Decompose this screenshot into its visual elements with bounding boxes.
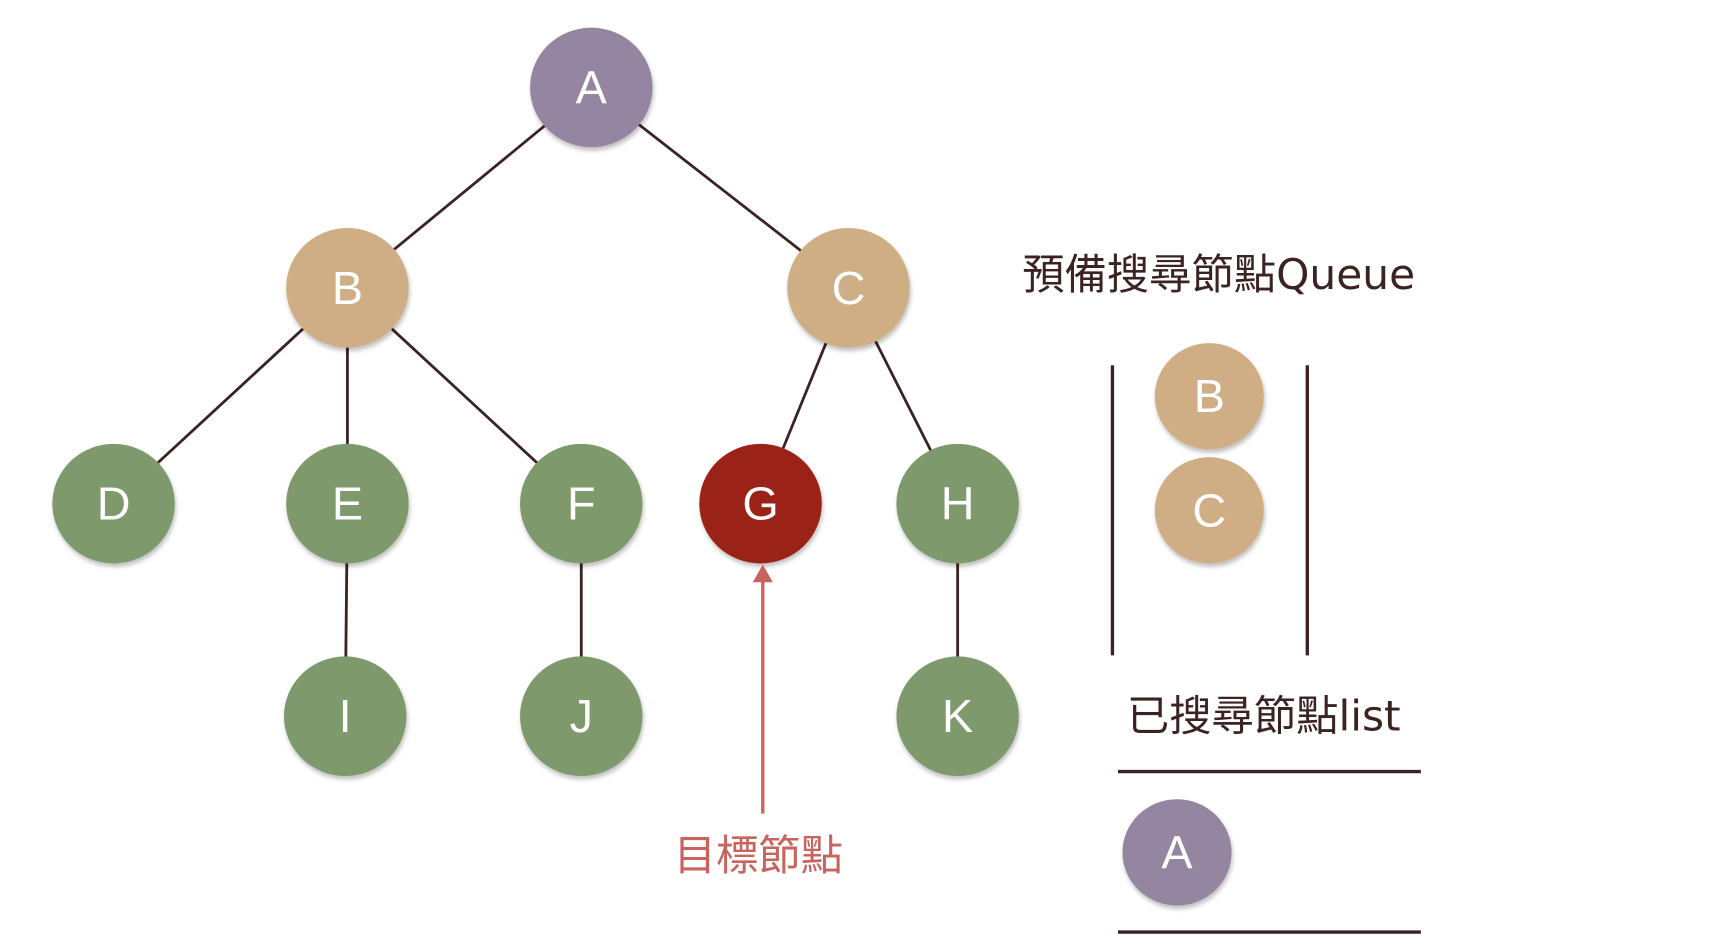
tree-edges [112,86,960,717]
queue-item-B-circle [1154,343,1264,450]
tree-node-J: J [520,656,643,776]
tree-node-F-circle [520,443,643,564]
tree-node-E-label: E [332,478,363,530]
tree-node-D-circle [52,443,175,564]
tree-node-I-circle [283,656,407,776]
tree-node-D: D [52,443,175,564]
tree-nodes: A B C D E F G H I J K [52,27,1019,776]
tree-node-H-label: H [941,478,975,530]
visited-title: 已搜尋節點list [1127,692,1401,741]
tree-node-C-label: C [832,262,866,314]
tree-node-A-label: A [576,62,607,114]
tree-node-C-circle [787,228,910,348]
tree-node-C: C [787,228,910,348]
visited-items: A [1122,799,1232,906]
queue-item-C-circle [1154,457,1264,564]
tree-node-F: F [520,443,643,564]
target-node-label: 目標節點 [674,831,843,880]
queue-item-C-label: C [1192,484,1226,536]
queue-item-B-label: B [1194,370,1225,422]
tree-node-A: A [530,27,653,148]
tree-node-I-label: I [339,690,352,742]
queue-item-C: C [1154,457,1264,564]
tree-node-B: B [286,228,409,348]
queue-item-B: B [1154,343,1264,450]
tree-node-B-label: B [332,262,363,314]
tree-node-G-label: G [742,478,778,530]
tree-node-B-circle [286,228,409,348]
visited-item-A-circle [1122,799,1232,906]
visited-item-A: A [1122,799,1232,906]
visited-item-A-label: A [1161,826,1192,878]
tree-node-J-label: J [570,690,593,742]
queue-title: 預備搜尋節點Queue [1022,250,1415,299]
tree-node-F-label: F [567,478,596,530]
target-arrow-head-icon [752,564,773,583]
tree-node-E-circle [286,443,409,564]
tree-node-H: H [896,443,1019,564]
tree-node-E: E [286,443,409,564]
tree-node-I: I [283,656,407,776]
queue-items: BC [1154,343,1264,564]
tree-node-G-circle [699,443,822,564]
tree-node-K-label: K [942,690,973,742]
tree-node-H-circle [896,443,1019,564]
tree-node-D-label: D [97,478,131,530]
tree-node-A-circle [530,27,653,148]
tree-node-G: G [699,443,822,564]
tree-node-J-circle [520,656,643,776]
tree-node-K: K [896,656,1019,776]
tree-node-K-circle [896,656,1019,776]
